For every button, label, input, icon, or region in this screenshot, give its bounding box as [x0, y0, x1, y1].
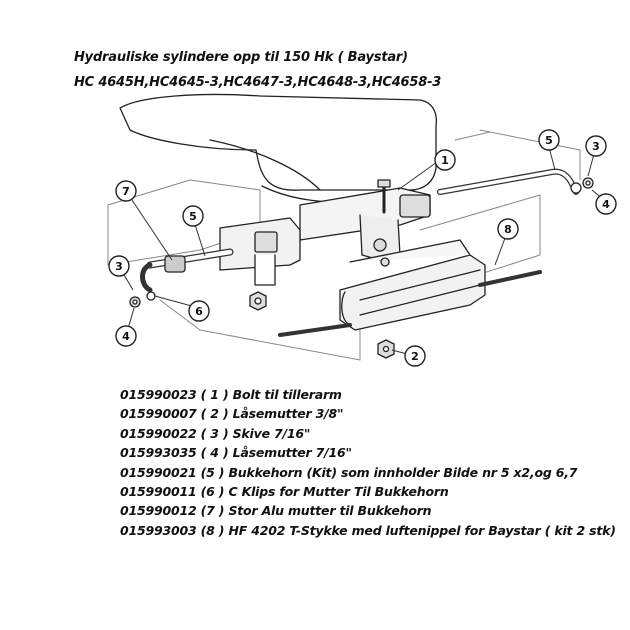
callout-7: 7 — [115, 180, 137, 202]
part-ref: ( 1 ) — [200, 387, 229, 402]
part-number: 015990012 — [120, 503, 197, 519]
part-row: 015990007 ( 2 ) Låsemutter 3/8" — [120, 406, 616, 425]
part-number: 015990022 — [120, 425, 197, 441]
part-number: 015993003 — [120, 522, 197, 538]
part-number: 015990007 — [120, 406, 197, 422]
part-number: 015990023 — [120, 387, 197, 402]
bolt-1 — [377, 179, 391, 214]
callout-8: 8 — [497, 218, 519, 240]
svg-text:8: 8 — [504, 223, 512, 236]
part-description: C Klips for Mutter Til Bukkehorn — [228, 483, 449, 499]
part-ref: ( 3 ) — [200, 425, 229, 441]
part-ref: (8 ) — [200, 522, 225, 538]
svg-text:4: 4 — [122, 330, 130, 343]
diagram-title: Hydrauliske sylindere opp til 150 Hk ( B… — [74, 50, 408, 65]
svg-text:3: 3 — [115, 260, 123, 273]
svg-text:7: 7 — [122, 185, 130, 198]
svg-text:5: 5 — [545, 134, 553, 147]
cylinder-right — [278, 239, 542, 359]
callout-4-right: 4 — [595, 193, 617, 215]
part-description: Skive 7/16" — [232, 425, 311, 441]
part-row: 015990022 ( 3 ) Skive 7/16" — [120, 426, 616, 445]
callout-5-left: 5 — [182, 205, 204, 227]
callout-1: 1 — [434, 149, 456, 171]
svg-text:4: 4 — [602, 198, 610, 211]
part-ref: (7 ) — [200, 503, 225, 519]
part-number: 015990021 — [120, 464, 197, 480]
part-row: 015990021 (5 ) Bukkehorn (Kit) som innho… — [120, 465, 616, 484]
svg-text:6: 6 — [195, 305, 203, 318]
callouts: 1 2 3 4 5 5 6 7 3 4 8 — [108, 129, 617, 367]
callout-5-right: 5 — [538, 129, 560, 151]
part-row: 015990011 (6 ) C Klips for Mutter Til Bu… — [120, 484, 616, 503]
svg-text:5: 5 — [189, 210, 197, 223]
part-row: 015990012 (7 ) Stor Alu mutter til Bukke… — [120, 503, 616, 522]
part-row: 015993035 ( 4 ) Låsemutter 7/16" — [120, 445, 616, 464]
callout-4-left: 4 — [115, 325, 137, 347]
svg-text:1: 1 — [441, 154, 449, 167]
part-row: 015990023 ( 1 ) Bolt til tillerarm — [120, 387, 616, 406]
part-description: Bukkehorn (Kit) som innholder Bilde nr 5… — [228, 464, 578, 480]
transom-plate — [107, 129, 581, 361]
part-ref: ( 2 ) — [200, 406, 229, 422]
part-ref: (6 ) — [200, 483, 225, 499]
svg-text:2: 2 — [411, 350, 419, 363]
steering-rod-right — [437, 168, 594, 195]
tiller-arm — [299, 187, 431, 261]
part-row: 015993003 (8 ) HF 4202 T-Stykke med luft… — [120, 523, 616, 542]
cylinder-left — [129, 217, 301, 311]
model-list: HC 4645H,HC4645-3,HC4647-3,HC4648-3,HC46… — [74, 75, 442, 90]
part-number: 015993035 — [120, 445, 197, 461]
callout-3-left: 3 — [108, 255, 130, 277]
part-ref: (5 ) — [200, 464, 225, 480]
callout-3-right: 3 — [585, 135, 607, 157]
parts-list: 015990023 ( 1 ) Bolt til tillerarm 01599… — [120, 387, 616, 542]
svg-text:3: 3 — [592, 140, 600, 153]
engine-cowling — [119, 93, 438, 203]
part-description: Bolt til tillerarm — [232, 387, 342, 402]
callout-6: 6 — [188, 300, 210, 322]
part-description: HF 4202 T-Stykke med luftenippel for Bay… — [228, 522, 616, 538]
part-ref: ( 4 ) — [200, 445, 229, 461]
part-description: Låsemutter 3/8" — [232, 406, 344, 422]
part-number: 015990011 — [120, 483, 197, 499]
callout-2: 2 — [404, 345, 426, 367]
part-description: Låsemutter 7/16" — [232, 445, 352, 461]
part-description: Stor Alu mutter til Bukkehorn — [228, 503, 432, 519]
